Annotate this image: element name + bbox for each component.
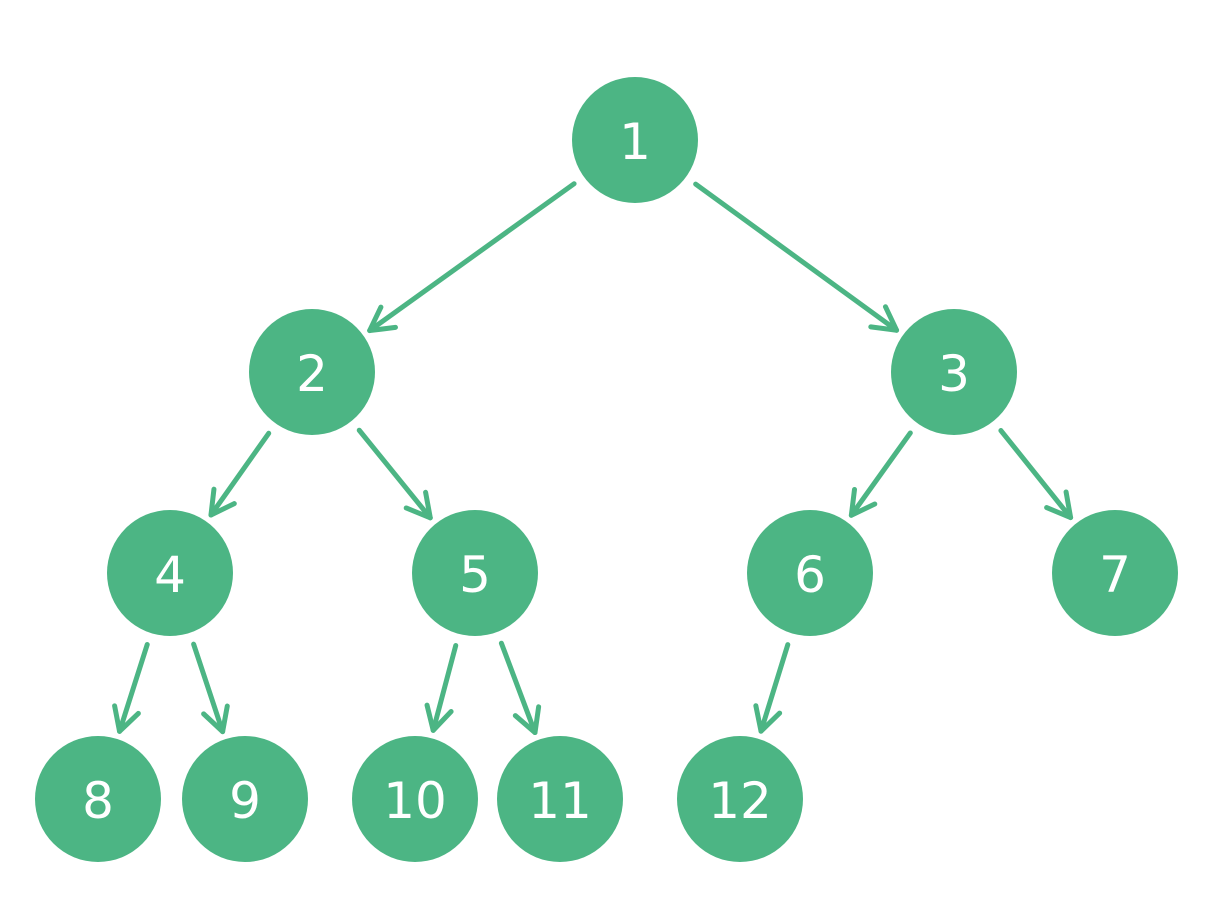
edge-3-7 [998,428,1074,521]
node-label: 10 [383,772,447,830]
tree-node-12: 12 [677,736,803,862]
edge-2-5 [356,427,433,521]
arrowhead-icon [848,486,878,518]
arrowhead-icon [753,703,783,734]
node-label: 4 [154,546,186,604]
edge-2-4 [208,430,272,518]
node-circle [107,510,233,636]
node-circle [747,510,873,636]
node-label: 12 [708,772,772,830]
tree-node-8: 8 [35,736,161,862]
node-label: 3 [938,345,970,403]
node-circle [182,736,308,862]
arrowhead-icon [403,489,433,521]
arrowhead-icon [112,703,141,734]
node-label: 6 [794,546,826,604]
arrowhead-icon [1044,489,1074,521]
edges-layer [112,181,1074,736]
edge-4-9 [191,641,230,735]
tree-node-1: 1 [572,77,698,203]
arrowhead-icon [367,304,398,334]
edge-6-12 [753,642,791,734]
tree-node-5: 5 [412,510,538,636]
edge-1-3 [693,181,900,333]
node-circle [35,736,161,862]
edge-3-6 [848,430,913,518]
node-circle [891,309,1017,435]
arrowhead-icon [424,702,454,733]
tree-node-2: 2 [249,309,375,435]
node-circle [677,736,803,862]
tree-node-9: 9 [182,736,308,862]
node-label: 7 [1099,546,1131,604]
node-label: 9 [229,772,261,830]
tree-node-10: 10 [352,736,478,862]
tree-node-4: 4 [107,510,233,636]
node-circle [572,77,698,203]
node-label: 2 [296,345,328,403]
tree-node-3: 3 [891,309,1017,435]
node-circle [352,736,478,862]
node-circle [249,309,375,435]
node-circle [1052,510,1178,636]
edge-4-8 [112,641,150,734]
arrowhead-icon [868,304,900,333]
node-label: 1 [619,113,651,171]
node-label: 5 [459,546,491,604]
edge-1-2 [367,181,577,334]
node-label: 8 [82,772,114,830]
node-circle [412,510,538,636]
arrowhead-icon [208,486,237,518]
node-label: 11 [528,772,592,830]
tree-node-6: 6 [747,510,873,636]
arrowhead-icon [201,703,230,735]
arrowhead-icon [512,704,542,736]
edge-5-11 [498,640,542,736]
edge-5-10 [424,642,459,733]
node-circle [497,736,623,862]
tree-node-11: 11 [497,736,623,862]
tree-node-7: 7 [1052,510,1178,636]
